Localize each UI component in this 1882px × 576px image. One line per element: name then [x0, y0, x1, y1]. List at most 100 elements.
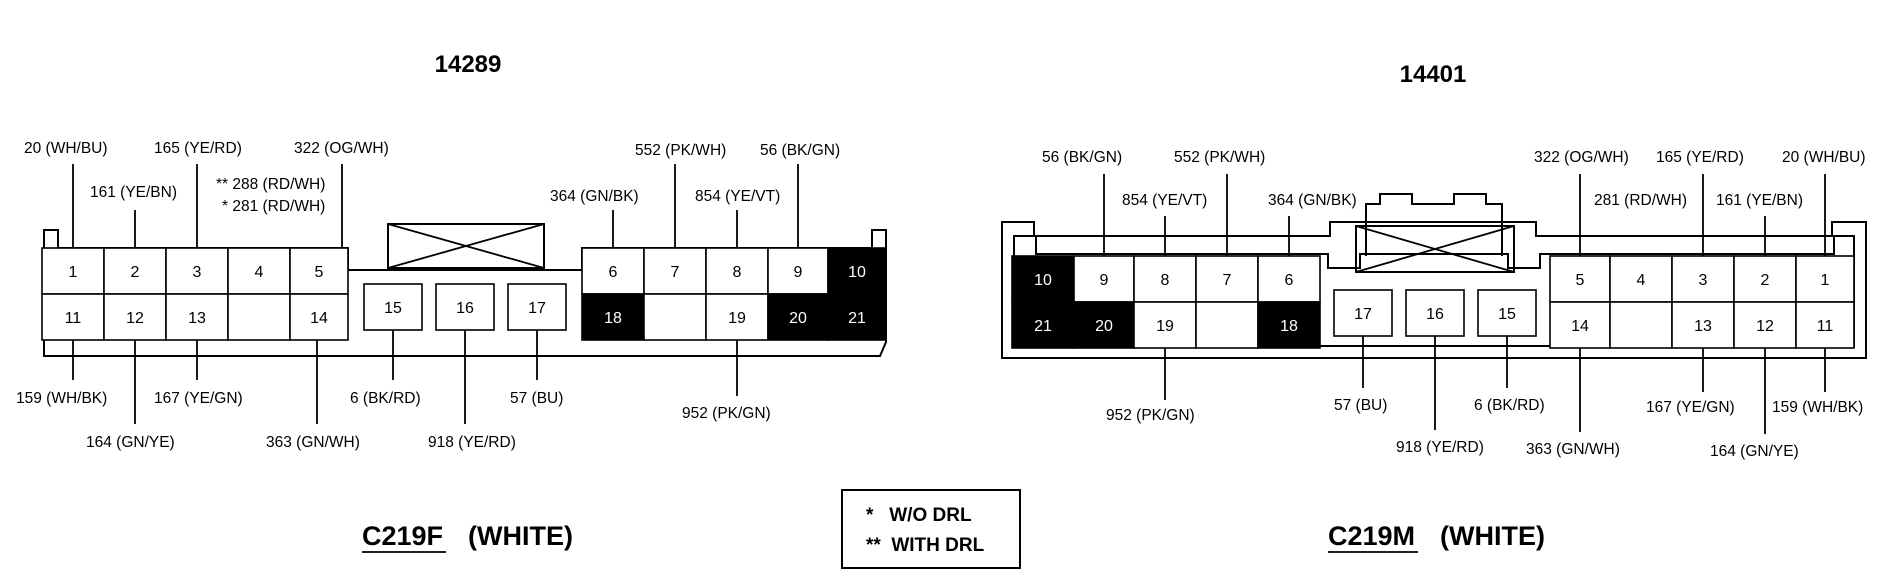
wire-label: 281 (RD/WH) — [1594, 192, 1687, 209]
pin-number: 15 — [1498, 306, 1516, 323]
pin-number: 12 — [126, 310, 144, 327]
wire-label: 57 (BU) — [510, 390, 563, 407]
pin-number: 13 — [188, 310, 206, 327]
pin-cell-21 — [827, 293, 887, 341]
wire-label: 164 (GN/YE) — [1710, 443, 1799, 460]
wire-label: 918 (YE/RD) — [1396, 439, 1484, 456]
connector-c219m: 14401 — [1001, 61, 1867, 553]
connector-name-c219m: C219M — [1328, 521, 1415, 551]
pin-cell-10 — [827, 247, 887, 295]
pin-number: 3 — [1699, 272, 1708, 289]
pin-cell-empty — [1195, 301, 1259, 349]
pin-number: 1 — [1821, 272, 1830, 289]
pin-cell-8 — [1133, 255, 1197, 303]
housing-outer — [1001, 221, 1867, 359]
pin-number: 7 — [671, 264, 680, 281]
wire-label: 167 (YE/GN) — [1646, 399, 1735, 416]
pin-number: 15 — [384, 300, 402, 317]
pin-number: 19 — [1156, 318, 1174, 335]
pin-cell-14 — [289, 293, 349, 341]
pin-cell-13 — [165, 293, 229, 341]
pin-cell-11 — [1795, 301, 1855, 349]
wire-label: 918 (YE/RD) — [428, 434, 516, 451]
connector-c219f: 14289 1 — [16, 51, 887, 553]
wire-label: 952 (PK/GN) — [1106, 407, 1195, 424]
wire-label: 164 (GN/YE) — [86, 434, 175, 451]
pin-cell-empty — [643, 293, 707, 341]
wire-label: 364 (GN/BK) — [550, 188, 639, 205]
latch — [1355, 193, 1515, 273]
pin-number: 14 — [1571, 318, 1589, 335]
pin-number: 12 — [1756, 318, 1774, 335]
pin-number: 3 — [193, 264, 202, 281]
wire-label: 6 (BK/RD) — [350, 390, 421, 407]
wire-label: 952 (PK/GN) — [682, 405, 771, 422]
part-number-14289: 14289 — [435, 51, 502, 78]
wire-label: 159 (WH/BK) — [16, 390, 107, 407]
pin-number: 19 — [728, 310, 746, 327]
latch — [387, 223, 545, 269]
wire-label: 56 (BK/GN) — [760, 142, 840, 159]
wire-label: 165 (YE/RD) — [1656, 149, 1744, 166]
pin-number: 20 — [789, 310, 807, 327]
pin-number: 6 — [609, 264, 618, 281]
housing-inner — [1013, 235, 1855, 347]
pin-number: 4 — [1637, 272, 1646, 289]
pin-cell-19 — [705, 293, 769, 341]
pin-number: 7 — [1223, 272, 1232, 289]
legend-box: * W/O DRL ** WITH DRL — [841, 489, 1021, 569]
pin-number: 11 — [1817, 318, 1834, 335]
wire-label: 322 (OG/WH) — [294, 140, 389, 157]
part-number-14401: 14401 — [1400, 61, 1467, 88]
wire-label: * 281 (RD/WH) — [222, 198, 325, 215]
pin-number: 8 — [733, 264, 742, 281]
wire-label: 20 (WH/BU) — [1782, 149, 1866, 166]
pin-number: 1 — [69, 264, 78, 281]
pin-number: 2 — [1761, 272, 1770, 289]
pin-cell-15 — [1477, 289, 1537, 337]
pin-cell-18 — [1257, 301, 1321, 349]
pin-number: 18 — [604, 310, 622, 327]
connector-color: (WHITE) — [468, 521, 573, 551]
wire-label: 322 (OG/WH) — [1534, 149, 1629, 166]
legend-line-wo-drl: * W/O DRL — [866, 505, 972, 526]
wire-label: 854 (YE/VT) — [1122, 192, 1207, 209]
pin-cell-1 — [41, 247, 105, 295]
pin-number: 17 — [528, 300, 546, 317]
pin-number: 18 — [1280, 318, 1298, 335]
legend-line-with-drl: ** WITH DRL — [866, 535, 985, 556]
pin-cell-5 — [289, 247, 349, 295]
pin-number: 21 — [848, 310, 866, 327]
pin-number: 16 — [1426, 306, 1444, 323]
wire-label: 363 (GN/WH) — [266, 434, 360, 451]
pin-number: 16 — [456, 300, 474, 317]
pin-cell-17 — [507, 283, 567, 331]
pin-number: 9 — [794, 264, 803, 281]
connector-color: (WHITE) — [1440, 521, 1545, 551]
pin-cell-19 — [1133, 301, 1197, 349]
pin-cell-16 — [435, 283, 495, 331]
wire-label: 552 (PK/WH) — [1174, 149, 1265, 166]
pin-number: 6 — [1285, 272, 1294, 289]
wire-label: 56 (BK/GN) — [1042, 149, 1122, 166]
pin-cell-13 — [1671, 301, 1735, 349]
wire-label: 57 (BU) — [1334, 397, 1387, 414]
wire-label: 364 (GN/BK) — [1268, 192, 1357, 209]
pin-number: 11 — [65, 310, 82, 327]
wire-label: 167 (YE/GN) — [154, 390, 243, 407]
pin-cell-9 — [1073, 255, 1135, 303]
pin-number: 20 — [1095, 318, 1113, 335]
pin-cell-7 — [1195, 255, 1259, 303]
wire-label: 161 (YE/BN) — [1716, 192, 1803, 209]
pin-number: 17 — [1354, 306, 1372, 323]
pin-number: 2 — [131, 264, 140, 281]
wire-label: 552 (PK/WH) — [635, 142, 726, 159]
pin-cell-6 — [1257, 255, 1321, 303]
pin-cell-empty — [1609, 301, 1673, 349]
wire-label: 854 (YE/VT) — [695, 188, 780, 205]
wire-label: 20 (WH/BU) — [24, 140, 108, 157]
pin-number: 10 — [1034, 272, 1052, 289]
pin-number: 14 — [310, 310, 328, 327]
pin-cell-18 — [581, 293, 645, 341]
